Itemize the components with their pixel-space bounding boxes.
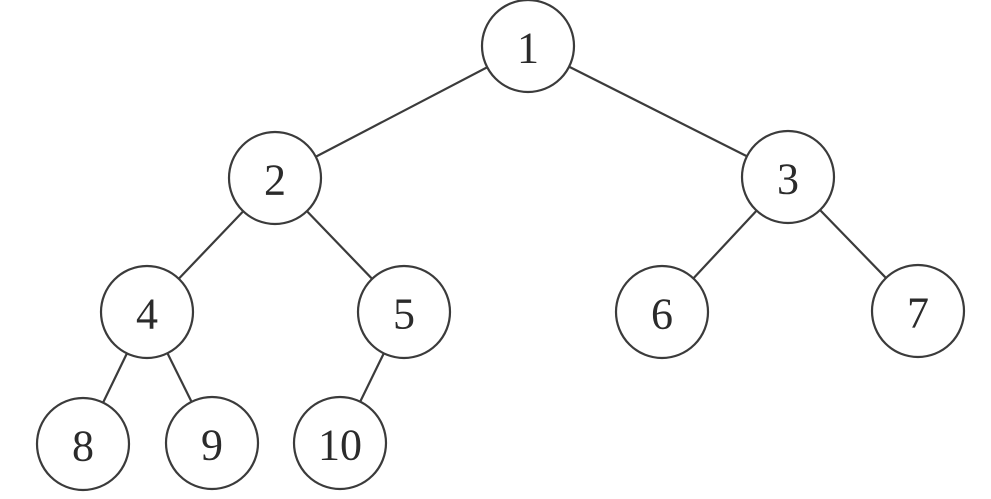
- tree-node-label-5: 5: [393, 289, 415, 338]
- tree-node-10: 10: [292, 395, 388, 491]
- tree-node-label-4: 4: [136, 289, 158, 338]
- tree-node-circle-4: [99, 264, 195, 360]
- tree-node-circle-5: [356, 264, 452, 360]
- tree-node-circle-3: [740, 129, 836, 225]
- tree-edge-1-3: [527, 45, 789, 178]
- tree-node-3: 3: [740, 129, 836, 225]
- tree-node-label-8: 8: [72, 421, 94, 470]
- tree-node-label-6: 6: [651, 289, 673, 338]
- tree-node-label-10: 10: [318, 420, 362, 469]
- tree-node-circle-1: [480, 0, 576, 94]
- tree-node-label-2: 2: [264, 155, 286, 204]
- tree-node-circle-6: [614, 264, 710, 360]
- tree-node-circle-7: [870, 263, 966, 359]
- tree-node-6: 6: [614, 264, 710, 360]
- tree-node-2: 2: [227, 130, 323, 226]
- tree-node-8: 8: [35, 396, 131, 492]
- tree-node-circle-2: [227, 130, 323, 226]
- tree-node-circle-8: [35, 396, 131, 492]
- tree-node-label-1: 1: [517, 23, 539, 72]
- tree-node-1: 1: [480, 0, 576, 94]
- tree-node-label-9: 9: [201, 420, 223, 469]
- tree-node-label-7: 7: [907, 288, 929, 337]
- tree-node-circle-9: [164, 395, 260, 491]
- tree-node-label-3: 3: [777, 154, 799, 203]
- tree-edge-1-2: [274, 45, 529, 179]
- tree-node-circle-10: [292, 395, 388, 491]
- tree-node-5: 5: [356, 264, 452, 360]
- tree-node-9: 9: [164, 395, 260, 491]
- tree-node-7: 7: [870, 263, 966, 359]
- tree-node-4: 4: [99, 264, 195, 360]
